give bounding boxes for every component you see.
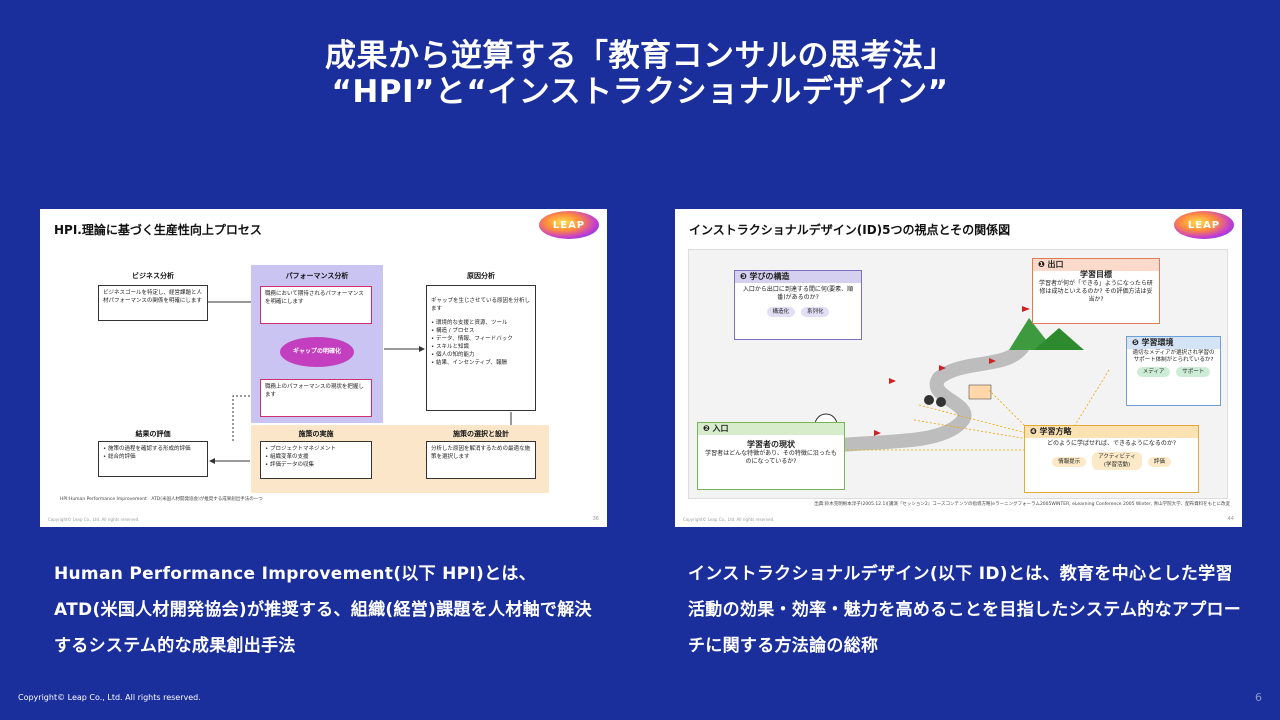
strategy-card: ❹ 学習方略 どのように学ばせれば、できるようになるのか? 情報提示 アクティビ… (1024, 425, 1199, 493)
list-item: 組織変革の支援 (265, 453, 367, 461)
goal-text: 学習者が何が「できる」ようになったら研修は成功といえるのか? その評価方法は妥当… (1039, 280, 1153, 303)
chip-structuring: 構造化 (766, 307, 796, 317)
hpi-slide-title: HPI.理論に基づく生産性向上プロセス (54, 223, 262, 237)
gap-oval: ギャップの明確化 (280, 337, 354, 367)
cause-list: 環境的な支援と資源、ツール 構造 / プロセス データ、情報、フィードバック ス… (431, 319, 531, 367)
cause-analysis-label: 原因分析 (467, 272, 495, 280)
environment-card: ❺ 学習環境 適切なメディアが選択され学習のサポート体制がとられているか? メデ… (1126, 336, 1221, 406)
chip-media: メディア (1136, 367, 1171, 377)
chip-activity: アクティビティ(学習活動) (1092, 452, 1142, 470)
business-analysis-label: ビジネス分析 (132, 272, 174, 280)
strategy-label: ❹ 学習方略 (1025, 426, 1198, 438)
select-design-box: 分析した原因を解消するための最適な施策を選択します (426, 441, 536, 479)
list-item: 評価データの収集 (265, 461, 367, 469)
select-design-label: 施策の選択と設計 (453, 430, 509, 438)
list-item: データ、情報、フィードバック (431, 335, 531, 343)
chip-sequencing: 系列化 (800, 307, 830, 317)
business-analysis-box: ビジネスゴールを特定し、経営課題と人材パフォーマンスの関係を明確にします (98, 285, 208, 321)
slide-copyright: Copyright© Leap Co., Ltd. All rights res… (683, 517, 775, 522)
id-slide-title: インストラクショナルデザイン(ID)5つの視点とその関係図 (689, 223, 1011, 237)
entry-card: ❷ 入口 学習者の現状 学習者はどんな特徴があり、その特徴に沿ったものになってい… (697, 422, 845, 490)
list-item: スキルと知識 (431, 343, 531, 351)
learner-title: 学習者の現状 (747, 440, 795, 449)
list-item: 施策の過程を確認する形成的評価 (103, 445, 203, 453)
page-title: 成果から逆算する「教育コンサルの思考法」 “HPI”と“インストラクショナルデザ… (0, 38, 1280, 110)
slide-copyright: Copyright© Leap Co., Ltd. All rights res… (48, 517, 140, 522)
exit-label: ❶ 出口 (1033, 259, 1159, 271)
structure-text: 入口から出口に到達する間に何(要素、順番)があるのか? (742, 286, 854, 301)
environment-text: 適切なメディアが選択され学習のサポート体制がとられているか? (1132, 350, 1215, 363)
exit-card: ❶ 出口 学習目標 学習者が何が「できる」ようになったら研修は成功といえるのか?… (1032, 258, 1160, 324)
hpi-description: Human Performance Improvement(以下 HPI)とは、… (54, 564, 592, 656)
chip-info-presentation: 情報提示 (1052, 456, 1087, 467)
list-item: 環境的な支援と資源、ツール (431, 319, 531, 327)
expected-performance-box: 職務において期待されるパフォーマンスを明確にします (260, 286, 372, 324)
list-item: 総合的評価 (103, 453, 203, 461)
performance-analysis-label: パフォーマンス分析 (285, 272, 349, 280)
hpi-footnote: HPI:Human Performance Improvement ATD(米国… (60, 497, 263, 502)
list-item: 結果、インセンティブ、報酬 (431, 359, 531, 367)
structure-label: ❸ 学びの構造 (735, 271, 861, 283)
list-item: 構造 / プロセス (431, 327, 531, 335)
environment-label: ❺ 学習環境 (1127, 337, 1220, 349)
cause-analysis-text: ギャップを生じさせている原因を分析します (431, 298, 531, 312)
implementation-label: 施策の実施 (298, 430, 334, 438)
cause-analysis-box: ギャップを生じさせている原因を分析します 環境的な支援と資源、ツール 構造 / … (426, 285, 536, 411)
id-slide-thumbnail: インストラクショナルデザイン(ID)5つの視点とその関係図 LEAP (675, 209, 1242, 527)
implementation-list: プロジェクトマネジメント 組織変革の支援 評価データの収集 (265, 445, 367, 469)
structure-card: ❸ 学びの構造 入口から出口に到達する間に何(要素、順番)があるのか? 構造化 … (734, 270, 862, 340)
page-number: 6 (1255, 691, 1262, 704)
result-evaluation-box: 施策の過程を確認する形成的評価 総合的評価 (98, 441, 208, 477)
slide-page-number: 36 (592, 516, 599, 522)
slide-page-number: 44 (1227, 516, 1234, 522)
chip-evaluation: 評価 (1147, 456, 1171, 467)
source-citation: 出典:鈴木克明根本淳子(2005.12.1)[講演『セッション2』コースコンテン… (814, 502, 1230, 507)
result-evaluation-label: 結果の評価 (135, 430, 171, 438)
learner-text: 学習者はどんな特徴があり、その特徴に沿ったものになっているか? (705, 450, 837, 465)
id-diagram-area: ❸ 学びの構造 入口から出口に到達する間に何(要素、順番)があるのか? 構造化 … (688, 249, 1228, 499)
leap-logo: LEAP (539, 211, 599, 239)
entry-label: ❷ 入口 (698, 423, 844, 435)
list-item: プロジェクトマネジメント (265, 445, 367, 453)
implementation-box: プロジェクトマネジメント 組織変革の支援 評価データの収集 (260, 441, 372, 479)
footer-copyright: Copyright© Leap Co., Ltd. All rights res… (18, 693, 201, 702)
id-description: インストラクショナルデザイン(以下 ID)とは、教育を中心とした学習活動の効果・… (688, 564, 1242, 656)
strategy-text: どのように学ばせれば、できるようになるのか? (1046, 440, 1177, 447)
list-item: 個人の知的能力 (431, 351, 531, 359)
chip-support: サポート (1176, 367, 1211, 377)
hpi-slide-thumbnail: HPI.理論に基づく生産性向上プロセス LEAP ビジネス分析 ビジネスゴールを… (40, 209, 607, 527)
current-performance-box: 職務上のパフォーマンスの現状を把握します (260, 379, 372, 417)
result-list: 施策の過程を確認する形成的評価 総合的評価 (103, 445, 203, 461)
page-title-line1: 成果から逆算する「教育コンサルの思考法」 (325, 38, 955, 74)
goal-title: 学習目標 (1080, 270, 1112, 279)
page-title-line2: “HPI”と“インストラクショナルデザイン” (331, 74, 949, 110)
leap-logo: LEAP (1174, 211, 1234, 239)
